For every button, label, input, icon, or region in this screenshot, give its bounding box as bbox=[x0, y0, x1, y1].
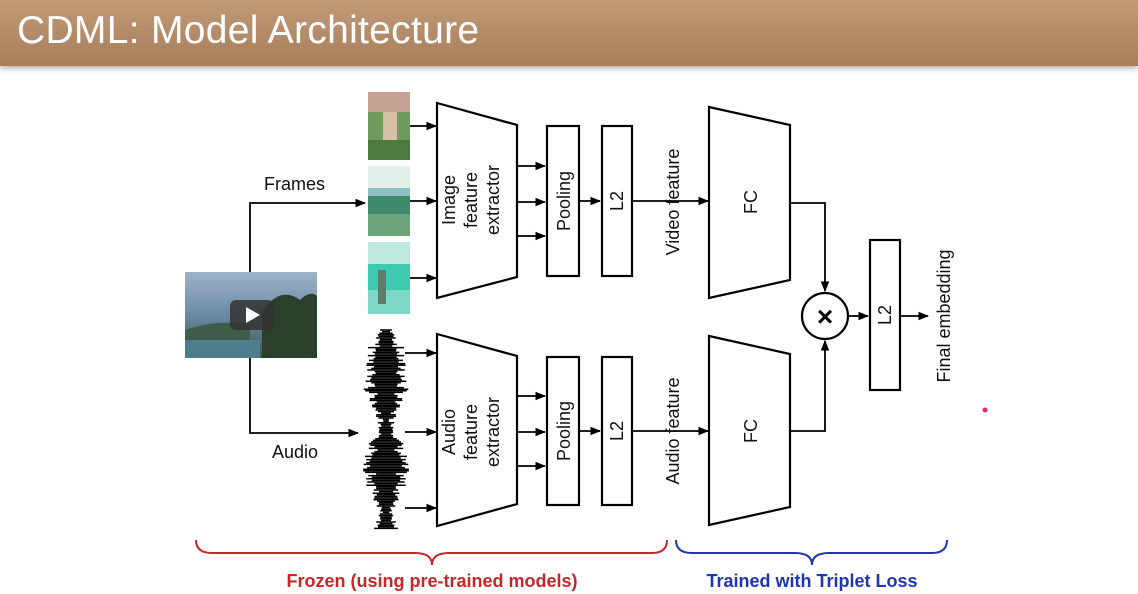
branch-line-audio bbox=[249, 358, 360, 438]
svg-text:Audio: Audio bbox=[439, 409, 459, 455]
frozen-bracket bbox=[195, 539, 668, 566]
svg-text:feature: feature bbox=[461, 404, 481, 460]
input-video-thumbnail bbox=[185, 272, 317, 358]
cursor-dot bbox=[982, 407, 988, 413]
trained-label: Trained with Triplet Loss bbox=[706, 571, 917, 591]
play-icon[interactable] bbox=[230, 300, 274, 330]
audio-to-fusion-line bbox=[790, 339, 830, 432]
audio-fc-label: FC bbox=[741, 419, 761, 443]
multiply-symbol: × bbox=[817, 301, 833, 332]
audio-waveform bbox=[363, 329, 409, 530]
page-title: CDML: Model Architecture bbox=[17, 9, 480, 52]
audio-fc-block bbox=[707, 334, 792, 527]
svg-text:extractor: extractor bbox=[483, 397, 503, 467]
trained-bracket bbox=[675, 539, 948, 566]
image-feature-extractor-label: Image feature extractor bbox=[439, 165, 503, 235]
svg-text:extractor: extractor bbox=[483, 165, 503, 235]
audio-feature-label: Audio feature bbox=[663, 377, 683, 484]
frozen-label: Frozen (using pre-trained models) bbox=[286, 571, 577, 591]
audio-feature-extractor-label: Audio feature extractor bbox=[439, 397, 503, 467]
video-fc-label: FC bbox=[741, 190, 761, 214]
video-to-fusion-line bbox=[790, 202, 830, 293]
title-bar: CDML: Model Architecture bbox=[0, 0, 1138, 66]
video-fc-block bbox=[707, 105, 792, 300]
svg-text:feature: feature bbox=[461, 172, 481, 228]
audio-feature-extractor bbox=[435, 332, 519, 528]
video-feature-label: Video feature bbox=[663, 149, 683, 256]
final-l2-box bbox=[868, 238, 902, 392]
audio-pooling-box bbox=[545, 355, 581, 507]
audio-label: Audio bbox=[272, 442, 318, 462]
frames-label: Frames bbox=[264, 174, 325, 194]
svg-text:Image: Image bbox=[439, 175, 459, 225]
audio-l2-label: L2 bbox=[607, 421, 627, 441]
frame-thumbnail-3 bbox=[368, 242, 410, 314]
video-l2-label: L2 bbox=[607, 191, 627, 211]
branch-line-frames bbox=[249, 198, 367, 272]
image-feature-extractor bbox=[435, 101, 519, 300]
frame-thumbnail-2 bbox=[368, 166, 410, 236]
frame-thumbnail-1 bbox=[368, 92, 410, 160]
final-l2-label: L2 bbox=[875, 305, 895, 325]
video-pooling-label: Pooling bbox=[554, 171, 574, 231]
audio-pooling-label: Pooling bbox=[554, 401, 574, 461]
final-embedding-label: Final embedding bbox=[934, 249, 954, 382]
